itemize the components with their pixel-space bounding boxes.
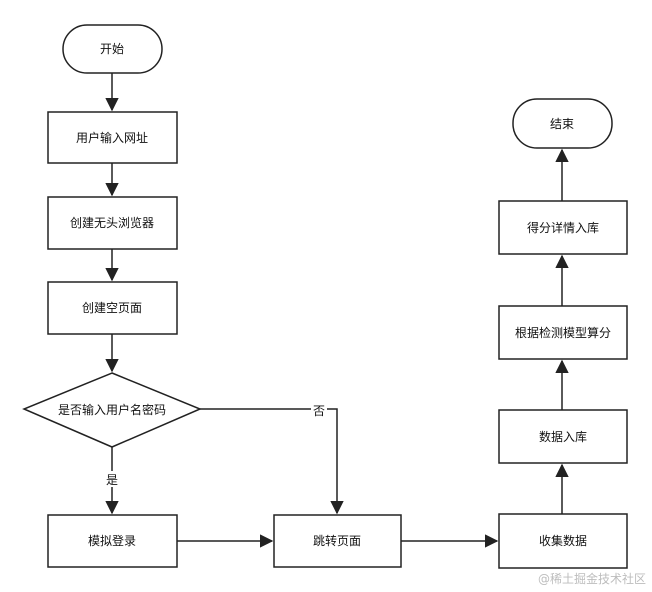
- label-create-page: 创建空页面: [82, 301, 142, 315]
- label-simulate-login: 模拟登录: [88, 533, 136, 548]
- node-create-browser: [47, 196, 178, 250]
- edge-decision-to-jump: [200, 408, 344, 515]
- label-store-data: 数据入库: [539, 429, 587, 444]
- connectors: [105, 73, 569, 548]
- node-jump-page: [273, 514, 402, 568]
- watermark: @稀土掘金技术社区: [538, 571, 646, 586]
- label-decision: 是否输入用户名密码: [58, 402, 166, 417]
- node-input-url: [47, 111, 178, 164]
- node-collect-data: [498, 513, 628, 569]
- node-start: [62, 24, 163, 74]
- node-store-data: [498, 409, 628, 464]
- label-collect-data: 收集数据: [539, 533, 587, 548]
- label-compute-score: 根据检测模型算分: [515, 325, 611, 340]
- no-label-bg: [311, 402, 327, 418]
- yes-label-bg: [104, 471, 120, 487]
- node-compute-score: [498, 305, 628, 360]
- edge-label-yes: 是: [106, 473, 118, 487]
- node-store-score: [498, 200, 628, 255]
- label-store-score: 得分详情入库: [527, 220, 599, 235]
- node-decision: [22, 372, 202, 448]
- label-jump-page: 跳转页面: [313, 533, 361, 548]
- label-input-url: 用户输入网址: [76, 130, 148, 145]
- node-simulate-login: [47, 514, 178, 568]
- label-start: 开始: [100, 42, 124, 56]
- node-end: [512, 98, 613, 149]
- edge-label-no: 否: [313, 404, 325, 418]
- label-create-browser: 创建无头浏览器: [70, 215, 154, 230]
- node-create-page: [47, 281, 178, 335]
- label-end: 结束: [550, 117, 574, 131]
